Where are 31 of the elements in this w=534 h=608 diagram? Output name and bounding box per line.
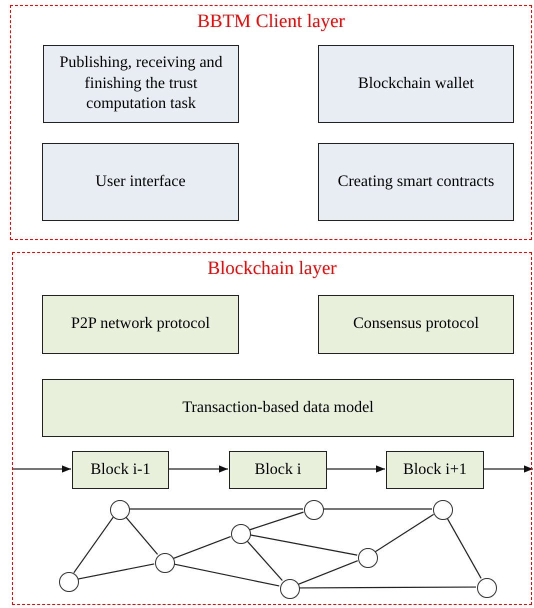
- block-box: Block i: [229, 451, 327, 489]
- layer-frame: [12, 252, 532, 605]
- arrow: [483, 465, 533, 473]
- network-link: [246, 540, 283, 581]
- network-link: [174, 563, 280, 587]
- block-box: Block i+1: [386, 451, 484, 489]
- component-box: Creating smart contracts: [318, 143, 514, 221]
- network-link: [129, 508, 303, 510]
- component-box: User interface: [42, 143, 239, 221]
- network-link: [173, 536, 231, 559]
- arrow: [13, 465, 71, 473]
- layer-title: BBTM Client layer: [196, 10, 346, 34]
- block-box: Consensus protocol: [318, 295, 514, 354]
- layer-title: Blockchain layer: [206, 257, 338, 281]
- arrow: [168, 465, 228, 473]
- component-box: Publishing, receiving and finishing the trust computation task: [43, 45, 239, 123]
- network-link: [298, 560, 358, 585]
- network-link: [125, 516, 158, 555]
- network-link: [78, 563, 154, 580]
- network-link: [250, 534, 358, 556]
- network-link: [249, 512, 304, 530]
- network-link: [73, 516, 114, 574]
- block-box: P2P network protocol: [42, 295, 239, 354]
- network-link: [375, 514, 434, 552]
- block-box: Transaction-based data model: [42, 379, 514, 437]
- network-link: [323, 508, 432, 510]
- block-box: Block i-1: [72, 451, 169, 489]
- arrow: [326, 465, 385, 473]
- component-box: Blockchain wallet: [318, 45, 514, 123]
- layer-frame: [10, 5, 532, 240]
- network-link: [299, 586, 476, 589]
